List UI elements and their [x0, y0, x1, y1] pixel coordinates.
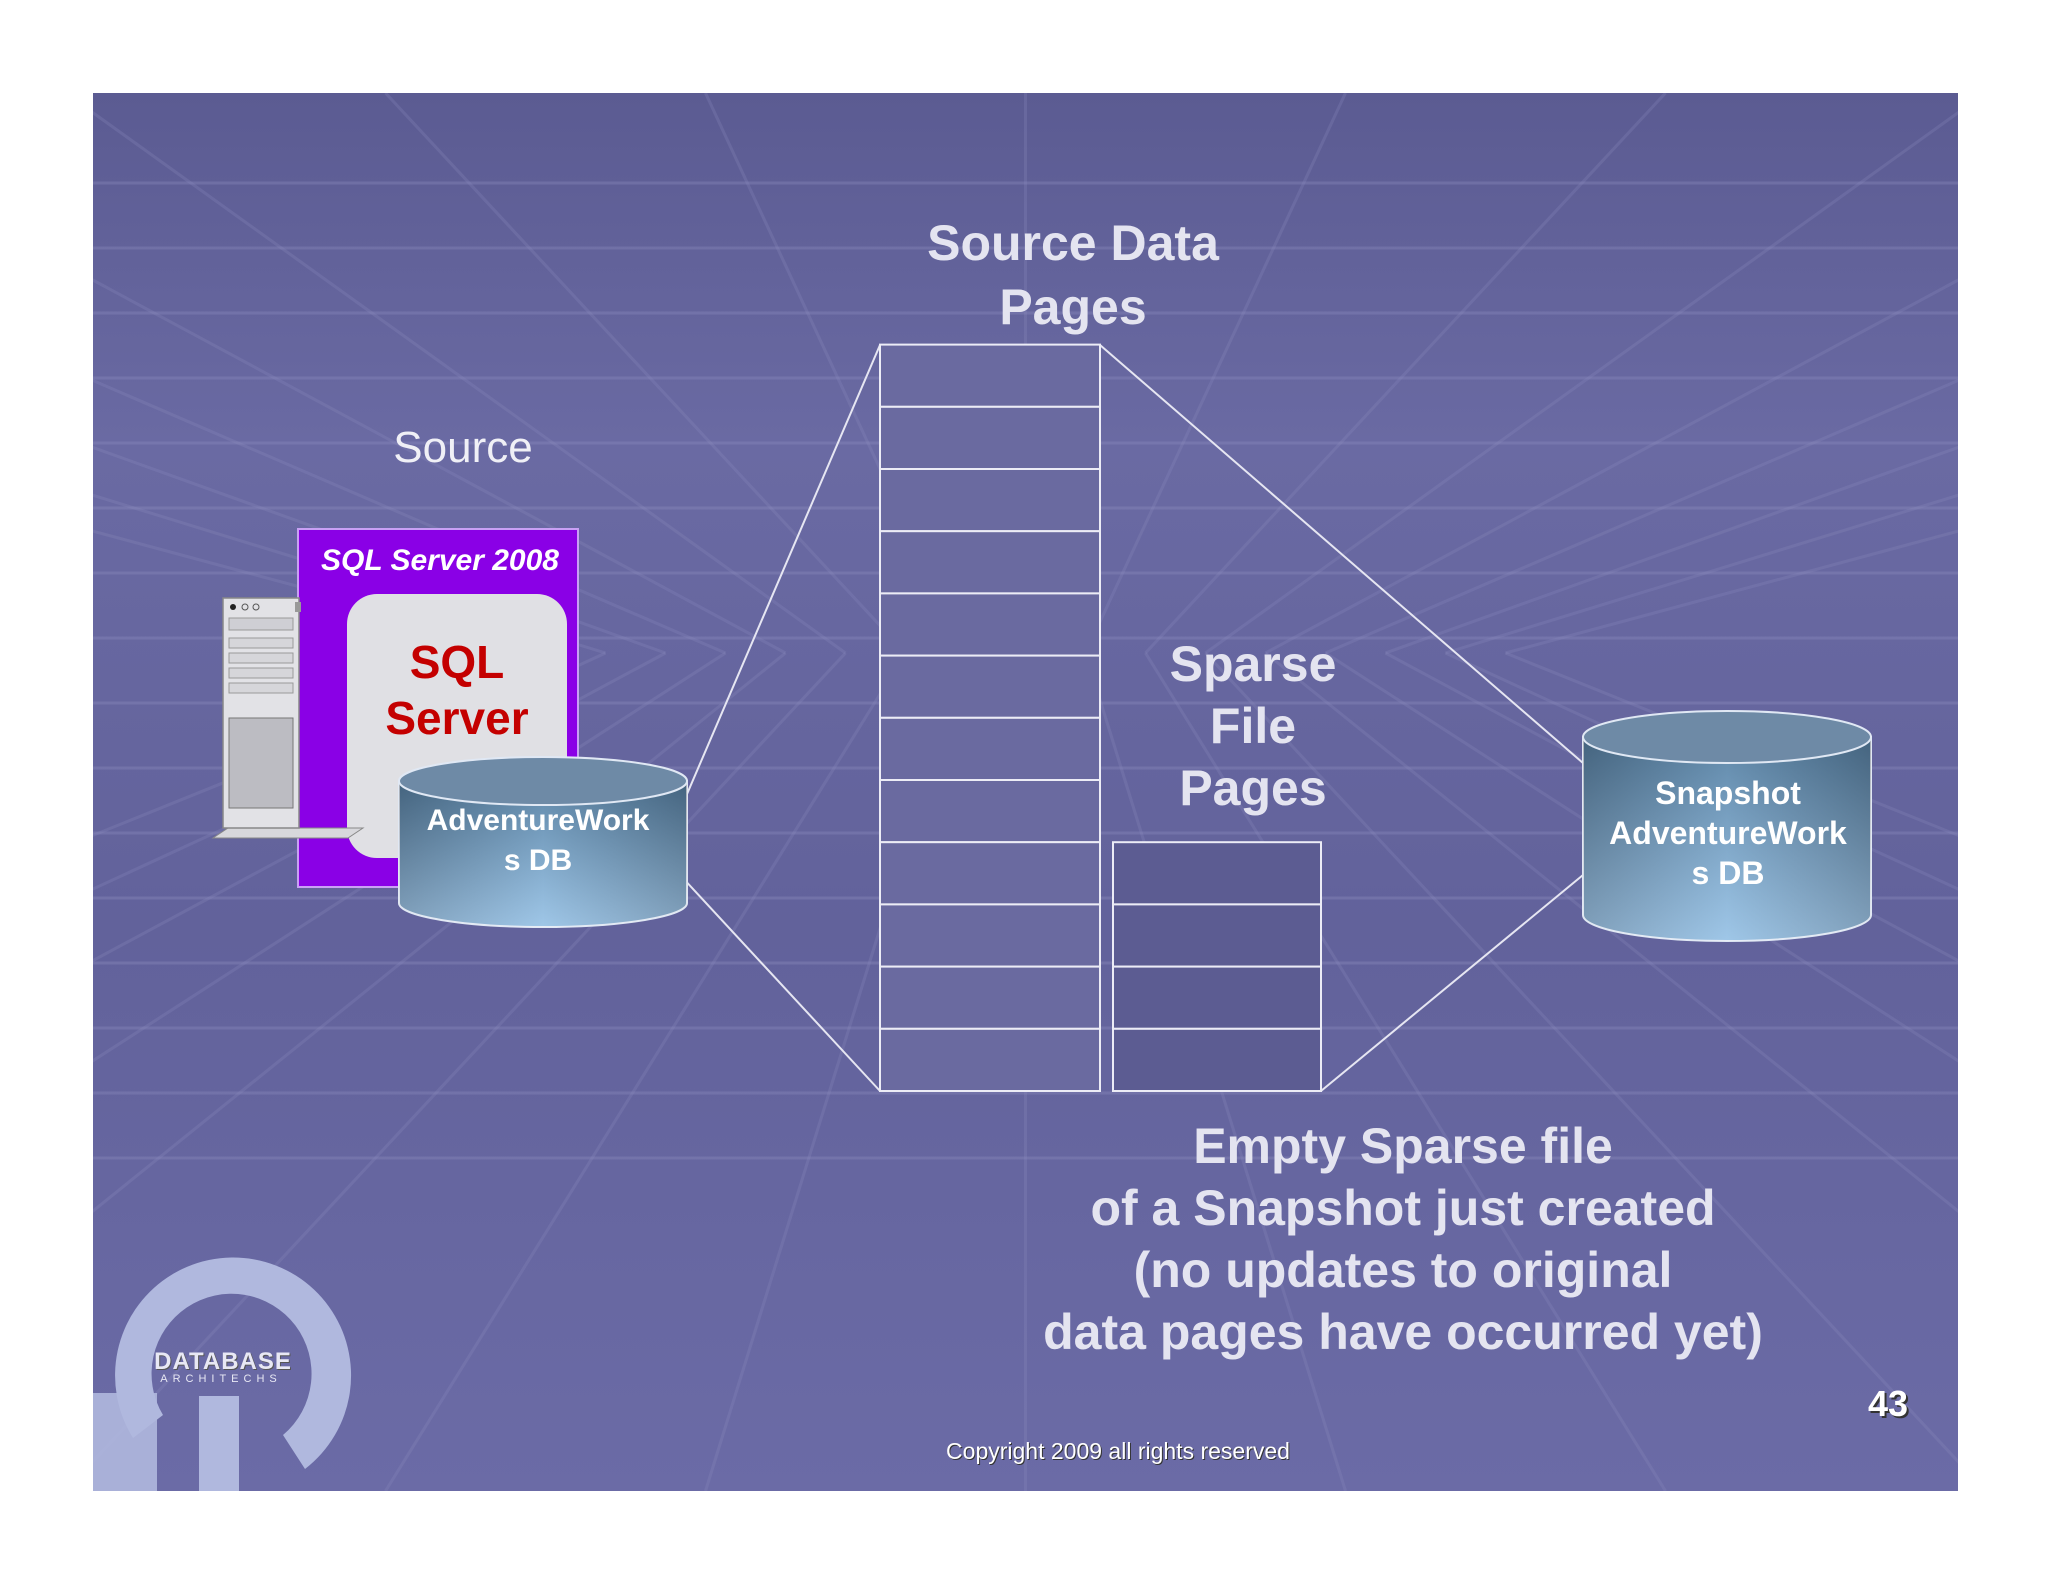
page-number: 43	[1867, 1383, 1909, 1424]
source-data-page	[879, 903, 1101, 968]
source-label: Source	[393, 423, 533, 472]
source-data-page	[879, 592, 1101, 657]
logo-sub: ARCHITECHS	[160, 1373, 282, 1385]
source-data-page	[879, 965, 1101, 1030]
source-data-pages-stack	[879, 343, 1101, 1092]
connector-lines	[680, 344, 1584, 1092]
logo-name: DATABASE	[154, 1348, 292, 1375]
source-data-page	[879, 1027, 1101, 1092]
snapshot-db-label: Snapshot AdventureWork s DB	[1609, 775, 1847, 891]
database-architechs-logo	[93, 1257, 352, 1491]
copyright-text: Copyright 2009 all rights reserved	[946, 1438, 1290, 1464]
source-data-page	[879, 716, 1101, 781]
sql-server-text: SQL Server	[385, 636, 529, 744]
sql-server-2008-title: SQL Server 2008	[321, 544, 559, 577]
source-data-page	[879, 405, 1101, 470]
source-data-page	[879, 530, 1101, 595]
source-data-page	[879, 779, 1101, 844]
sparse-file-page	[1112, 965, 1322, 1030]
sparse-file-page	[1112, 903, 1322, 968]
source-data-page	[879, 841, 1101, 906]
diagram-shapes	[93, 343, 1872, 1491]
source-data-page	[879, 654, 1101, 719]
adventureworks-db-cylinder	[398, 756, 688, 928]
snapshot-db-cylinder	[1582, 710, 1872, 942]
sparse-file-pages-title: Sparse File Pages	[1169, 636, 1337, 816]
sparse-file-pages-stack	[1112, 841, 1322, 1092]
caption-text: Empty Sparse file of a Snapshot just cre…	[1043, 1118, 1763, 1360]
server-tower-icon	[211, 597, 365, 839]
source-data-page	[879, 468, 1101, 533]
source-data-pages-title: Source Data Pages	[927, 215, 1219, 335]
slide: Source Data Pages Source Sparse File Pag…	[93, 93, 1958, 1491]
sparse-file-page	[1112, 841, 1322, 906]
sparse-file-page	[1112, 1027, 1322, 1092]
adventureworks-db-label: AdventureWork s DB	[426, 804, 650, 877]
source-data-page	[879, 343, 1101, 408]
